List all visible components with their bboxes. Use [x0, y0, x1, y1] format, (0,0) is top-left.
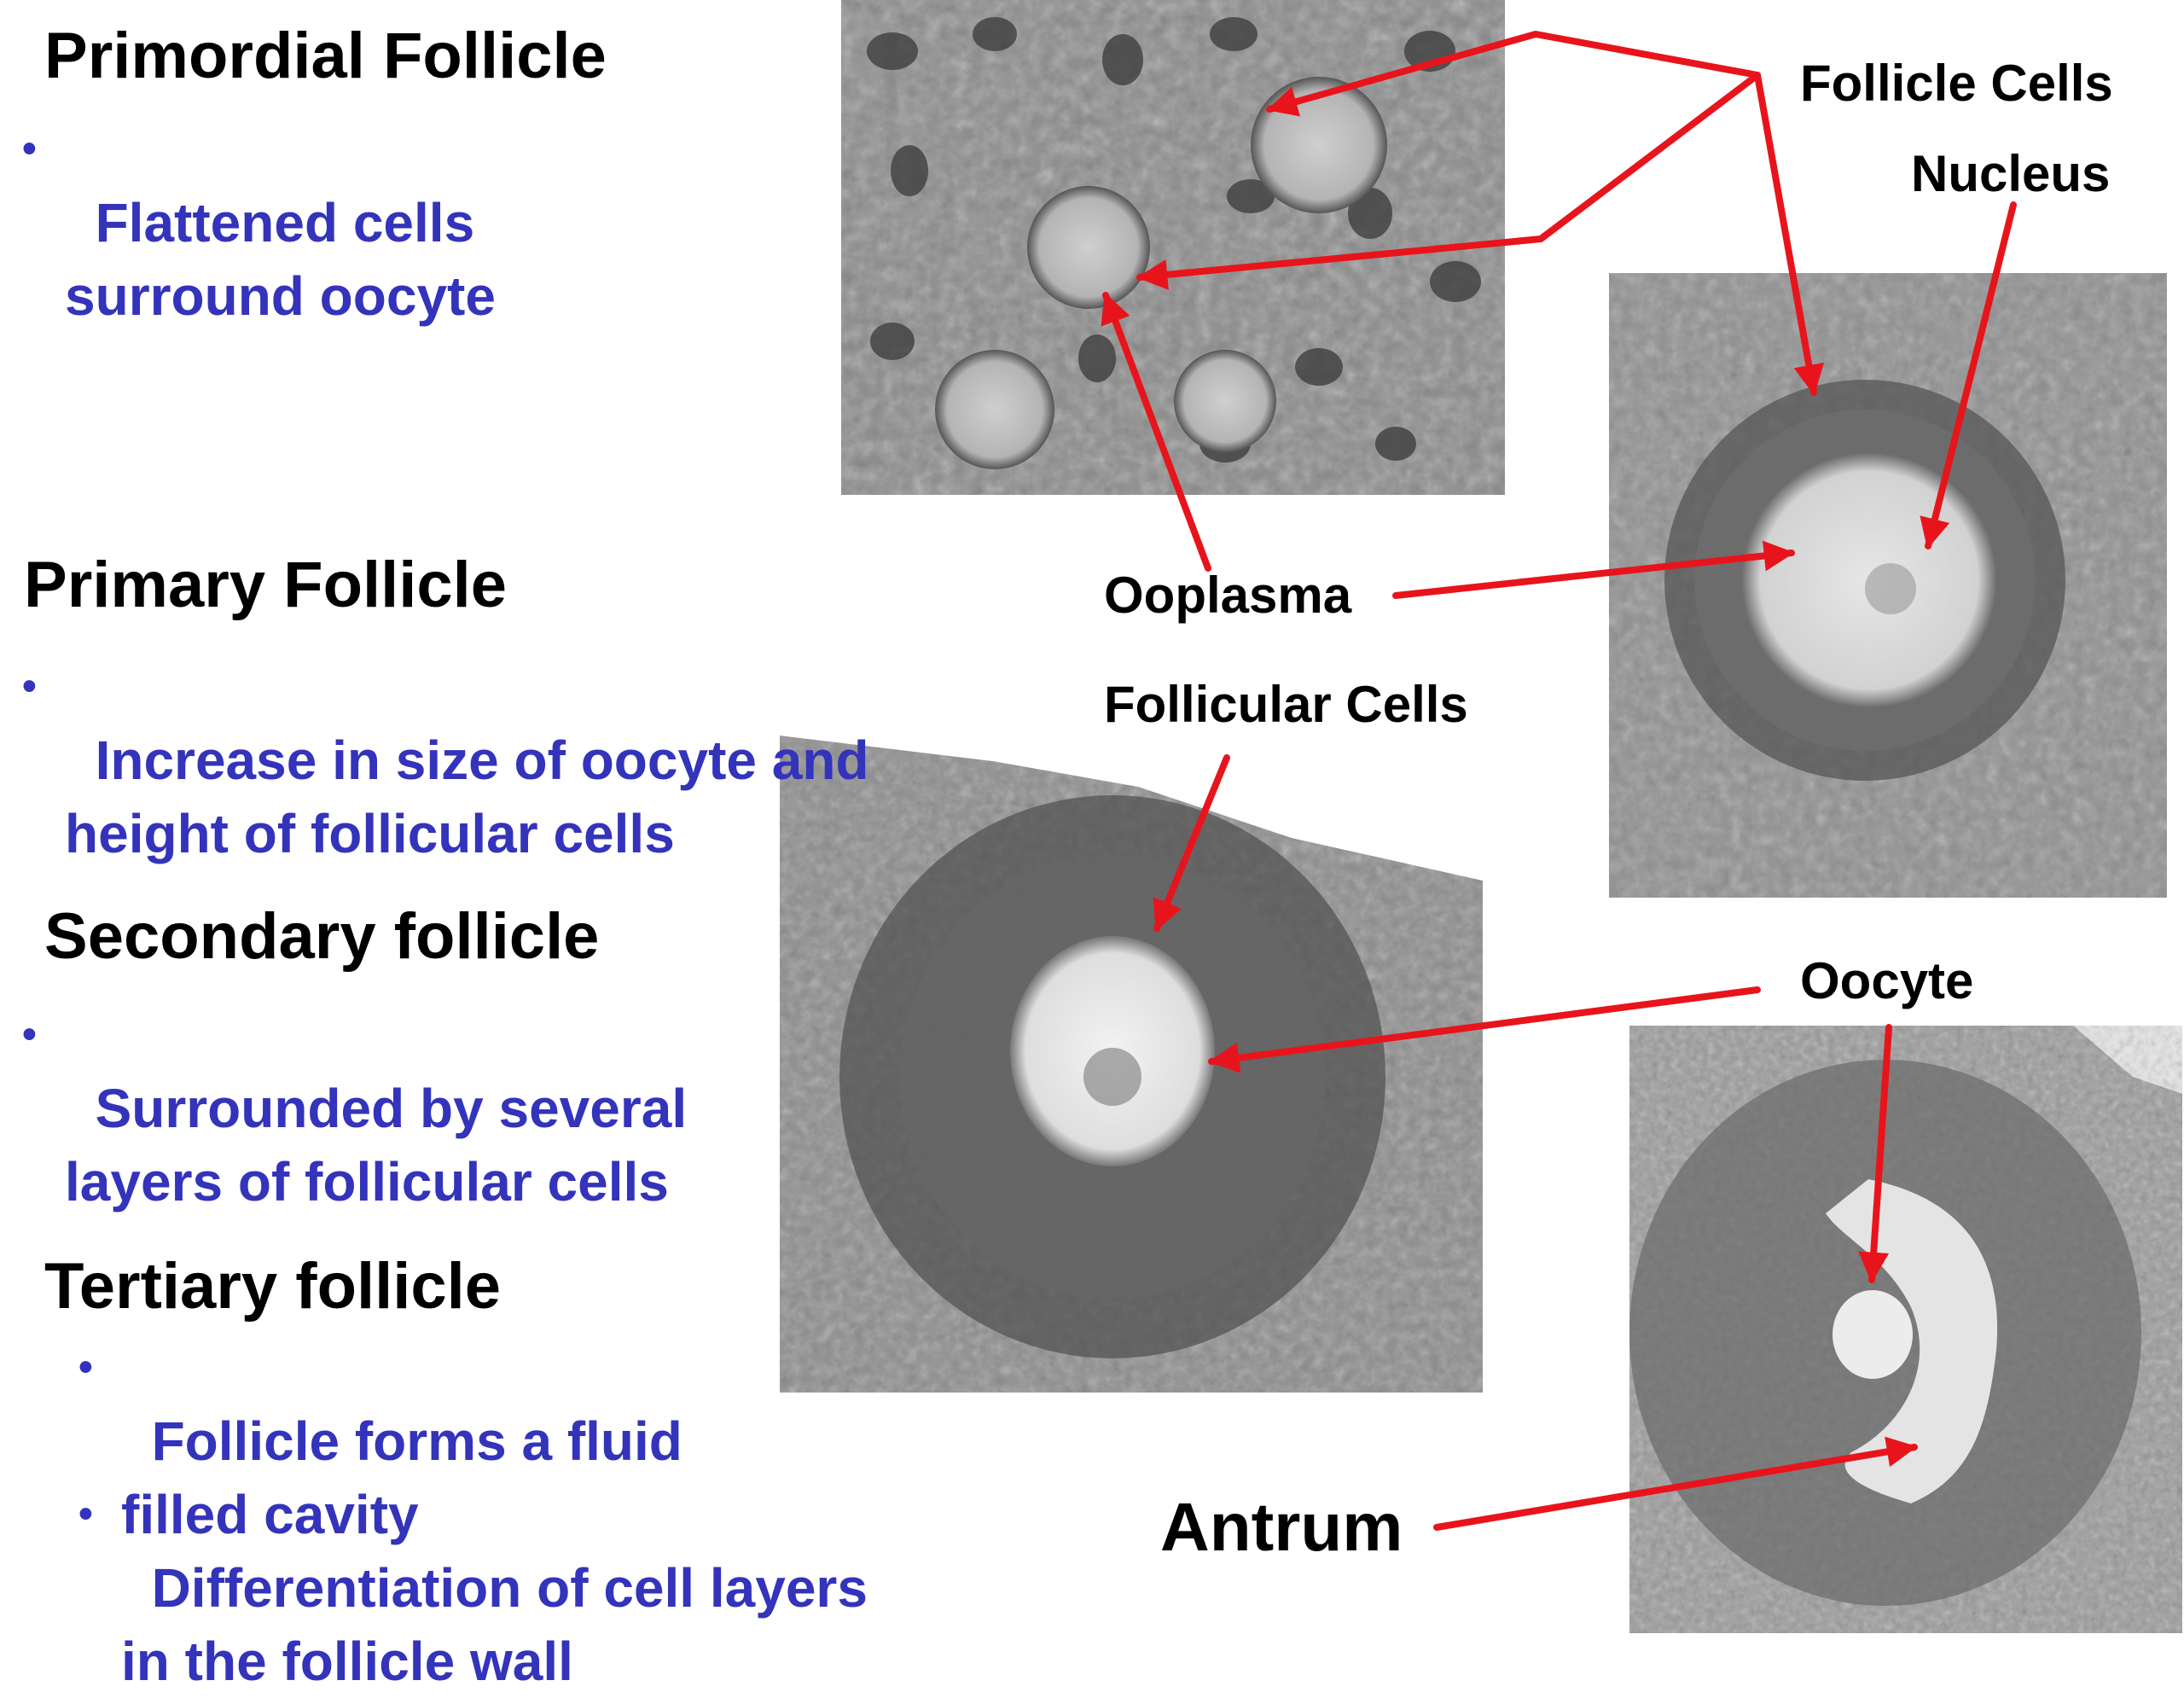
secondary-bullet-text: Surrounded by several layers of follicul… — [65, 1078, 688, 1212]
tertiary-bullet-1: • Follicle forms a fluid filled cavity — [78, 1331, 682, 1551]
label-follicle-cells: Follicle Cells — [1800, 55, 2113, 112]
primary-follicle-micrograph — [1609, 273, 2167, 898]
primary-bullet-text: Increase in size of oocyte and height of… — [65, 730, 869, 864]
primary-bullet: • Increase in size of oocyte and height o… — [22, 650, 869, 870]
label-follicular-cells: Follicular Cells — [1104, 676, 1468, 733]
primordial-follicle-heading: Primordial Follicle — [44, 20, 607, 92]
primordial-bullet: • Flattened cells surround oocyte — [22, 113, 496, 333]
label-antrum: Antrum — [1160, 1489, 1403, 1565]
bullet-dot: • — [22, 126, 37, 172]
bullet-dot: • — [22, 1012, 37, 1057]
bullet-dot: • — [22, 664, 37, 709]
primordial-follicle-micrograph — [841, 0, 1505, 495]
primordial-bullet-text: Flattened cells surround oocyte — [65, 192, 496, 327]
tertiary-follicle-heading: Tertiary follicle — [44, 1250, 502, 1323]
secondary-bullet: • Surrounded by several layers of follicu… — [22, 998, 688, 1218]
secondary-follicle-micrograph — [780, 736, 1483, 1393]
tertiary-bullet-1-text: Follicle forms a fluid filled cavity — [121, 1410, 682, 1545]
tertiary-bullet-2-text: Differentiation of cell layers in the fo… — [121, 1557, 868, 1692]
tertiary-follicle-micrograph — [1629, 1026, 2182, 1633]
label-ooplasma: Ooplasma — [1104, 567, 1352, 624]
primary-follicle-heading: Primary Follicle — [24, 549, 508, 621]
bullet-dot: • — [78, 1492, 93, 1537]
label-nucleus: Nucleus — [1911, 145, 2111, 202]
bullet-dot: • — [78, 1345, 93, 1390]
secondary-follicle-heading: Secondary follicle — [44, 900, 600, 973]
tertiary-bullet-2: • Differentiation of cell layers in the f… — [78, 1478, 868, 1698]
label-oocyte: Oocyte — [1800, 952, 1974, 1009]
